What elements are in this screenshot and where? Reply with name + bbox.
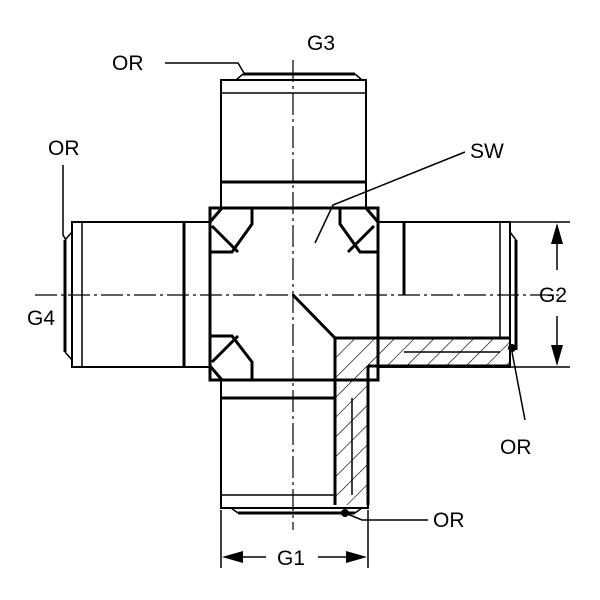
label-g4: G4 (27, 307, 55, 330)
label-g3: G3 (307, 32, 335, 55)
section-cutaway (291, 293, 510, 505)
label-or-top: OR (112, 52, 144, 75)
leader-or-top (165, 62, 245, 74)
top-port (220, 72, 367, 209)
label-or-right: OR (500, 436, 532, 459)
label-g1: G1 (277, 547, 305, 570)
central-body (208, 206, 380, 382)
label-sw: SW (470, 140, 504, 163)
dimension-g2 (510, 221, 570, 368)
label-or-left: OR (48, 137, 80, 160)
leader-or-left (62, 165, 67, 241)
label-g2: G2 (539, 284, 567, 307)
leader-or-bottom (344, 512, 428, 521)
dimension-g1 (220, 510, 369, 568)
o-ring-dot-right (508, 344, 516, 352)
leader-sw (314, 151, 466, 244)
leader-or-right (511, 351, 526, 421)
label-or-bottom: OR (433, 509, 465, 532)
